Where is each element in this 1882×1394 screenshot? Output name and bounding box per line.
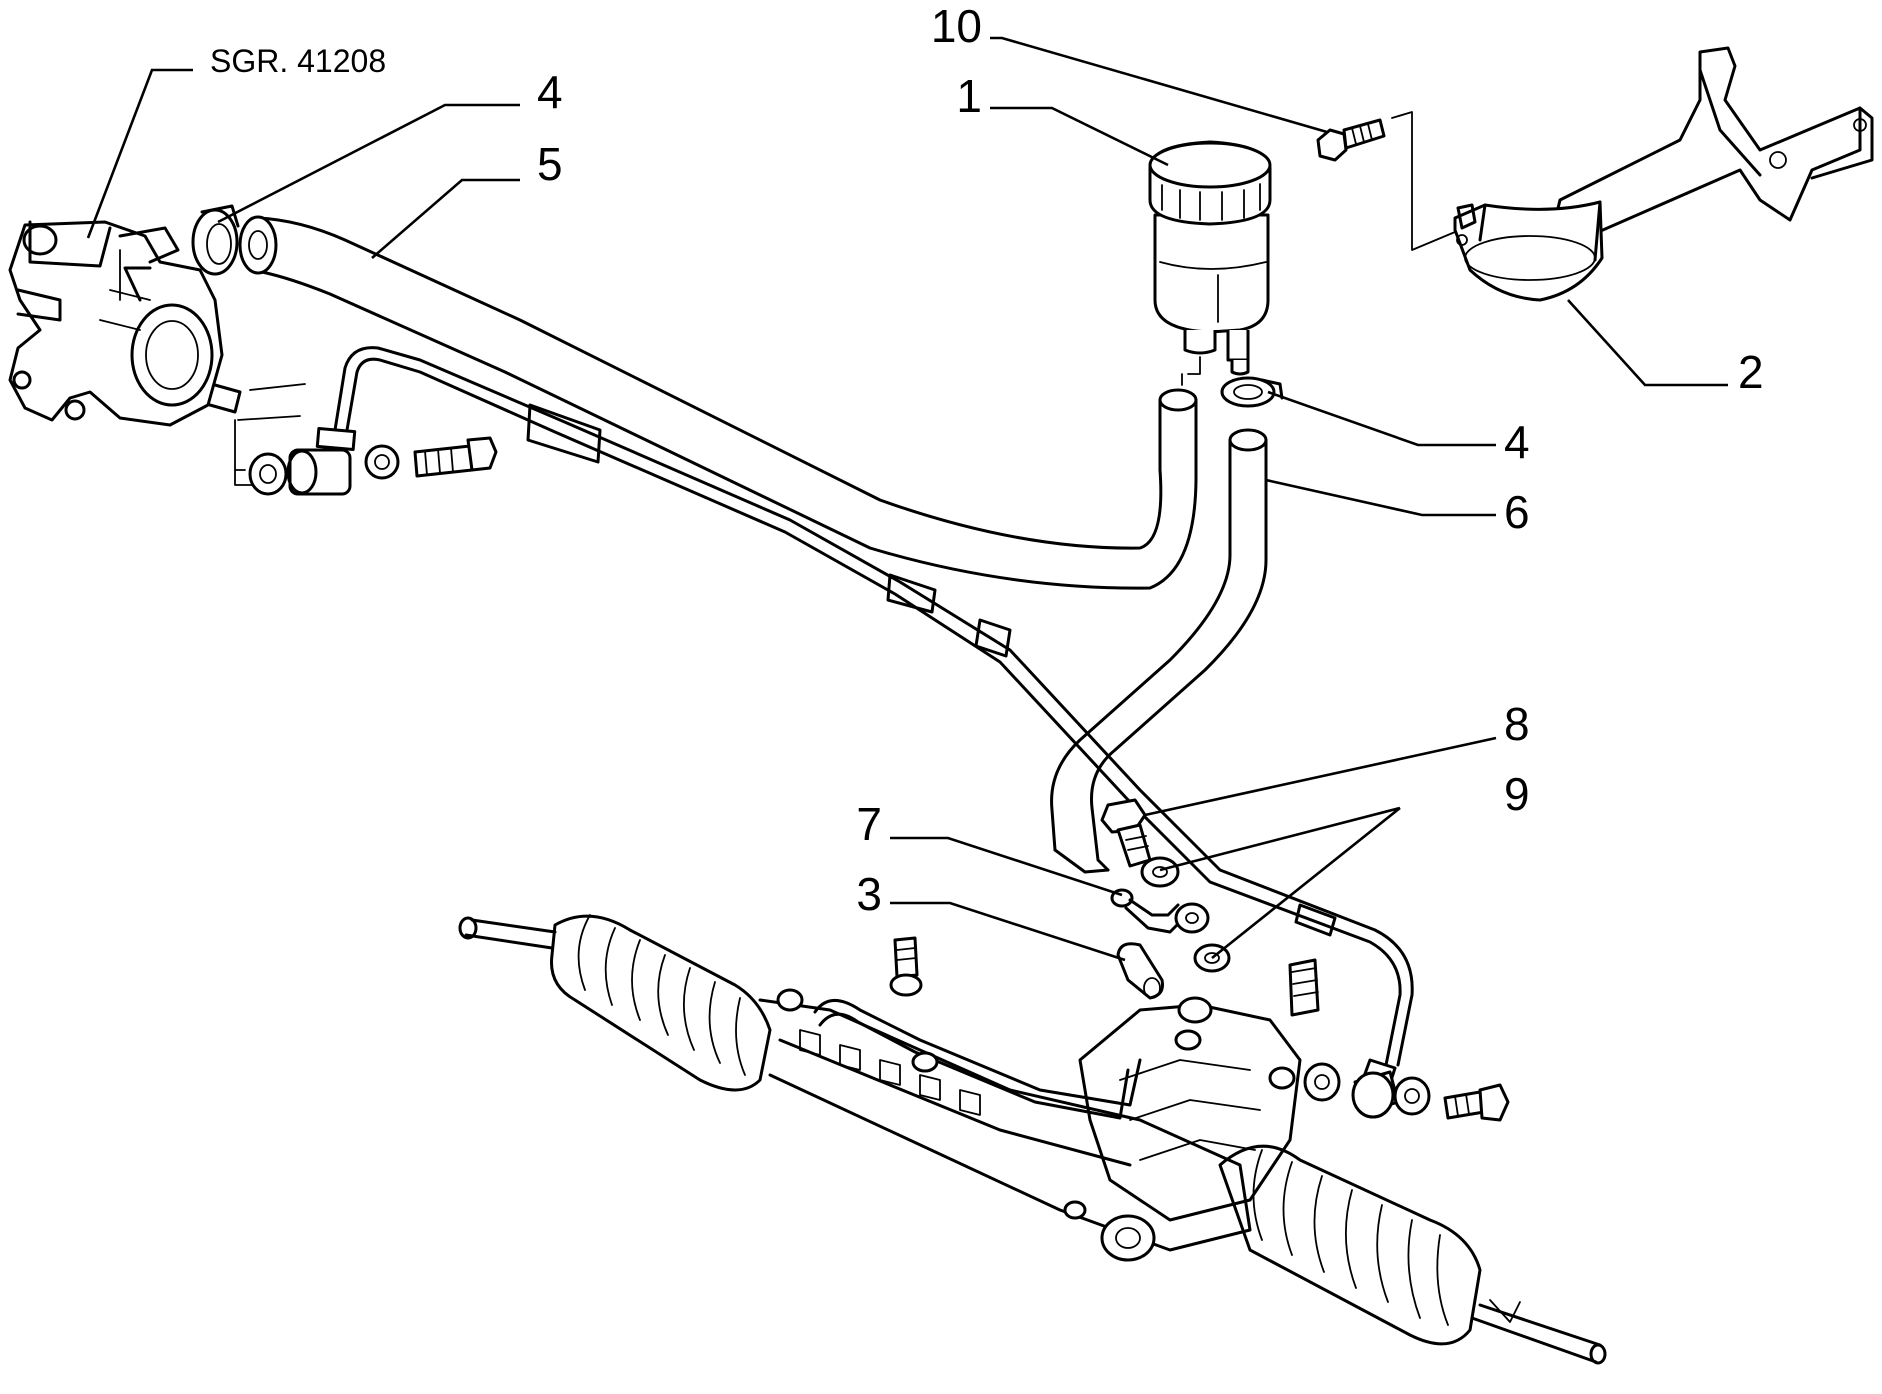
callout-10: 10 [931, 0, 982, 52]
callout-9: 9 [1504, 768, 1530, 820]
union-fittings-left [234, 383, 498, 496]
callout-4-reservoir-clamp: 4 [1504, 416, 1530, 468]
callout-5: 5 [537, 138, 563, 190]
suction-hose [238, 215, 1198, 590]
hose-clamp-reservoir [1220, 376, 1284, 408]
reservoir-bracket [1453, 46, 1874, 302]
callout-7: 7 [856, 798, 882, 850]
callout-6: 6 [1504, 486, 1530, 538]
callout-1: 1 [956, 70, 982, 122]
banjo-union [1110, 888, 1210, 934]
reference-label: SGR. 41208 [210, 43, 386, 79]
leader-lines [86, 36, 1728, 962]
union-fittings-right [1303, 1062, 1510, 1122]
pressure-pipe [315, 346, 1414, 1092]
callout-2: 2 [1738, 346, 1764, 398]
pipe-union-fitting [1116, 942, 1164, 1000]
steering-rack [458, 914, 1607, 1365]
sealing-washer-upper [1140, 856, 1180, 888]
callout-3: 3 [856, 868, 882, 920]
hose-clamp-pump [191, 204, 240, 276]
banjo-bolt [1100, 798, 1152, 868]
callout-8: 8 [1504, 698, 1530, 750]
return-hose [1050, 428, 1268, 874]
steering-pump [8, 220, 242, 427]
callout-4-pump-clamp: 4 [537, 66, 563, 118]
bracket-bolt [1316, 111, 1456, 251]
fluid-reservoir [1148, 140, 1272, 386]
